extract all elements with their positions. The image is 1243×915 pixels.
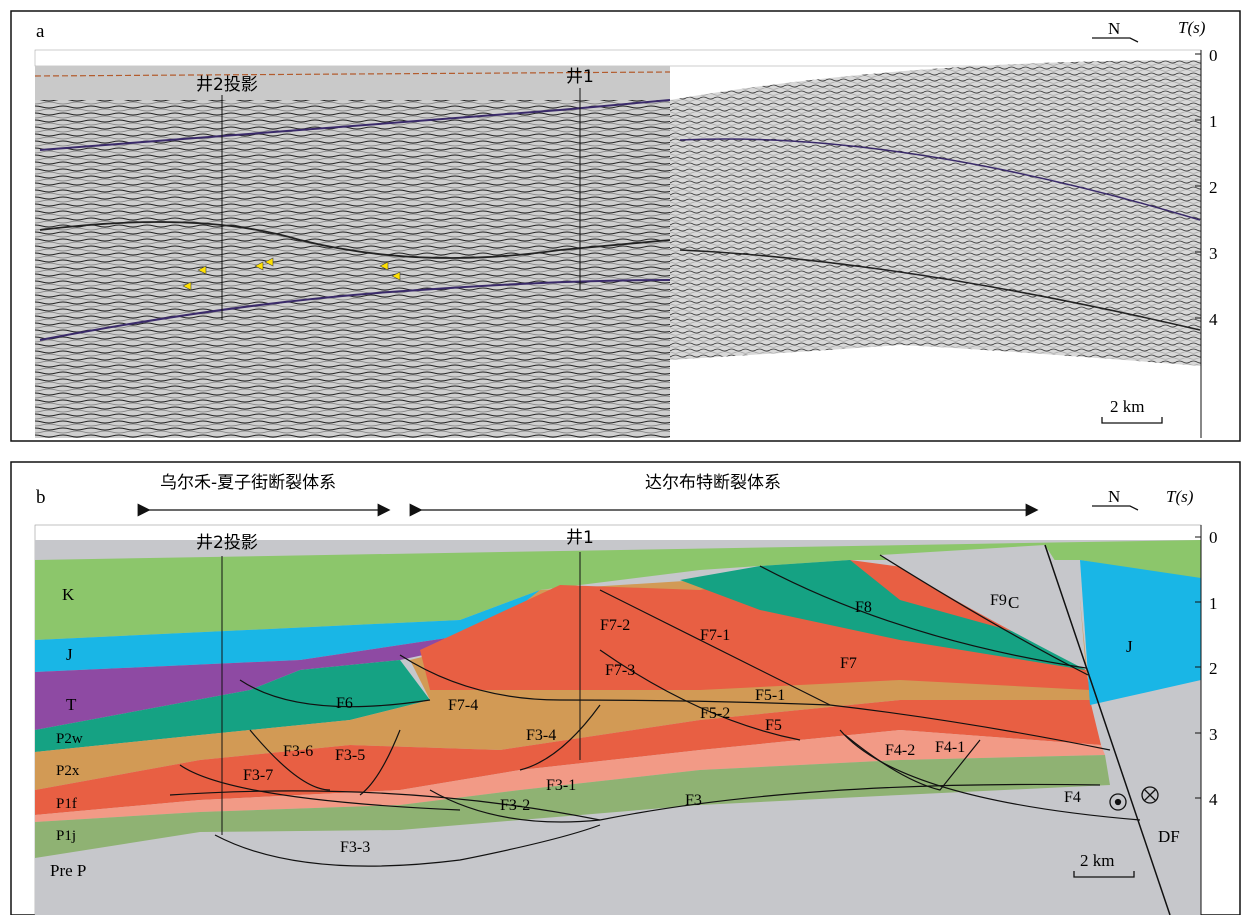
fault-label-f7-4: F7-4 [448,697,478,714]
layer-p1f-upper [420,560,1090,690]
seismic-right [670,60,1201,366]
panel-b-label: b [36,487,46,508]
north-arrow-a [1092,37,1139,43]
fault-label-f3-2: F3-2 [500,797,530,814]
label-j-right: J [1126,637,1133,656]
fault-label-f6: F6 [336,695,353,712]
panel-b-frame [10,461,1241,915]
strata-labels: K J T P2w P2x P1f P1j Pre P C J [50,585,1133,880]
fault-label-f8: F8 [855,599,872,616]
well2-projection-label-b: 井2投影 [196,533,258,553]
axis-title-b: T(s) [1166,487,1194,506]
fault-lines [169,544,1171,915]
axis-a-tick-1: 1 [1209,112,1218,131]
label-k: K [62,585,75,604]
layer-p2w [35,660,430,752]
axis-b-tick-4: 4 [1209,790,1218,809]
north-label-a: N [1108,19,1120,38]
axis-b-tick-1: 1 [1209,594,1218,613]
north-label-b: N [1108,487,1120,506]
fault-labels: F9 F8 F7-2 F7-1 F7-4 F7-3 F7 F6 F5-1 F5-… [243,592,1180,856]
fault-label-f3-5: F3-5 [335,747,365,764]
fault-label-f3: F3 [685,792,702,809]
layer-k [35,540,1201,640]
label-p2w: P2w [56,731,83,747]
axis-a-ticks [1195,53,1201,319]
fault-label-f4: F4 [1064,789,1081,806]
fault-label-f7-3: F7-3 [605,662,635,679]
strike-slip-symbols [1109,786,1159,811]
layer-p2w-upper [680,560,1085,670]
panel-a: a 井2投影 井1 N T(s) [10,10,1241,442]
seismic-reflector-3 [39,279,671,341]
seismic-reflector-2 [39,221,671,259]
axis-a-tick-3: 3 [1209,244,1218,263]
well2-projection-label: 井2投影 [196,75,258,95]
fault-label-f3-3: F3-3 [340,839,370,856]
label-prep: Pre P [50,861,86,880]
seismic-header-strip [34,49,1202,67]
seismic-reflector-5 [679,249,1201,331]
scale-bar-b [1073,871,1135,878]
label-p1f: P1f [56,796,77,812]
fault-label-f5-1: F5-1 [755,687,785,704]
layer-t [35,630,500,730]
seismic-top-horizon [34,71,671,77]
fault-label-f7-2: F7-2 [600,617,630,634]
well1-label-b: 井1 [566,528,594,548]
axis-a-tick-4: 4 [1209,310,1218,329]
label-t: T [66,695,77,714]
panel-a-frame [10,10,1241,442]
scale-bar-b-label: 2 km [1080,851,1114,870]
fault-label-f7-1: F7-1 [700,627,730,644]
layer-p1j [35,755,1110,858]
label-p1j: P1j [56,828,76,844]
panel-b: b 乌尔禾-夏子街断裂体系 达尔布特断裂体系 [10,461,1241,915]
axis-b-tick-3: 3 [1209,725,1218,744]
layer-c [880,545,1086,670]
scale-bar-a [1101,417,1163,424]
axis-a-tick-0: 0 [1209,46,1218,65]
fault-label-f5-2: F5-2 [700,705,730,722]
label-j-left: J [66,645,73,664]
fault-label-f5: F5 [765,717,782,734]
label-p2x: P2x [56,763,80,779]
layer-p1f [35,700,1101,815]
seismic-reflector-1 [39,99,671,151]
axis-b-tick-2: 2 [1209,659,1218,678]
fault-label-f7: F7 [840,655,857,672]
fault-label-f9: F9 [990,592,1007,609]
fault-label-f4-1: F4-1 [935,739,965,756]
seismic-left [35,100,670,438]
fault-label-f4-2: F4-2 [885,742,915,759]
axis-b-ticks [1195,536,1201,799]
fault-label-f3-1: F3-1 [546,777,576,794]
fault-label-f3-6: F3-6 [283,743,313,760]
system-left-label: 乌尔禾-夏子街断裂体系 [160,473,336,493]
fault-label-f3-7: F3-7 [243,767,273,784]
fault-label-f3-4: F3-4 [526,727,556,744]
seismic-reflector-4 [679,138,1201,221]
well1-label: 井1 [566,67,594,87]
layer-p1f-light [35,730,1105,822]
label-c: C [1008,593,1019,612]
axis-title-a: T(s) [1178,18,1206,37]
fault-label-df: DF [1158,827,1180,846]
layer-j-right [1080,560,1201,705]
panel-a-label: a [36,21,45,42]
layer-j-left [35,590,540,672]
axis-a-tick-2: 2 [1209,178,1218,197]
yellow-markers [182,257,401,291]
scale-bar-a-label: 2 km [1110,397,1144,416]
north-arrow-b [1092,505,1139,511]
system-right-label: 达尔布特断裂体系 [645,473,781,493]
axis-b-tick-0: 0 [1209,528,1218,547]
